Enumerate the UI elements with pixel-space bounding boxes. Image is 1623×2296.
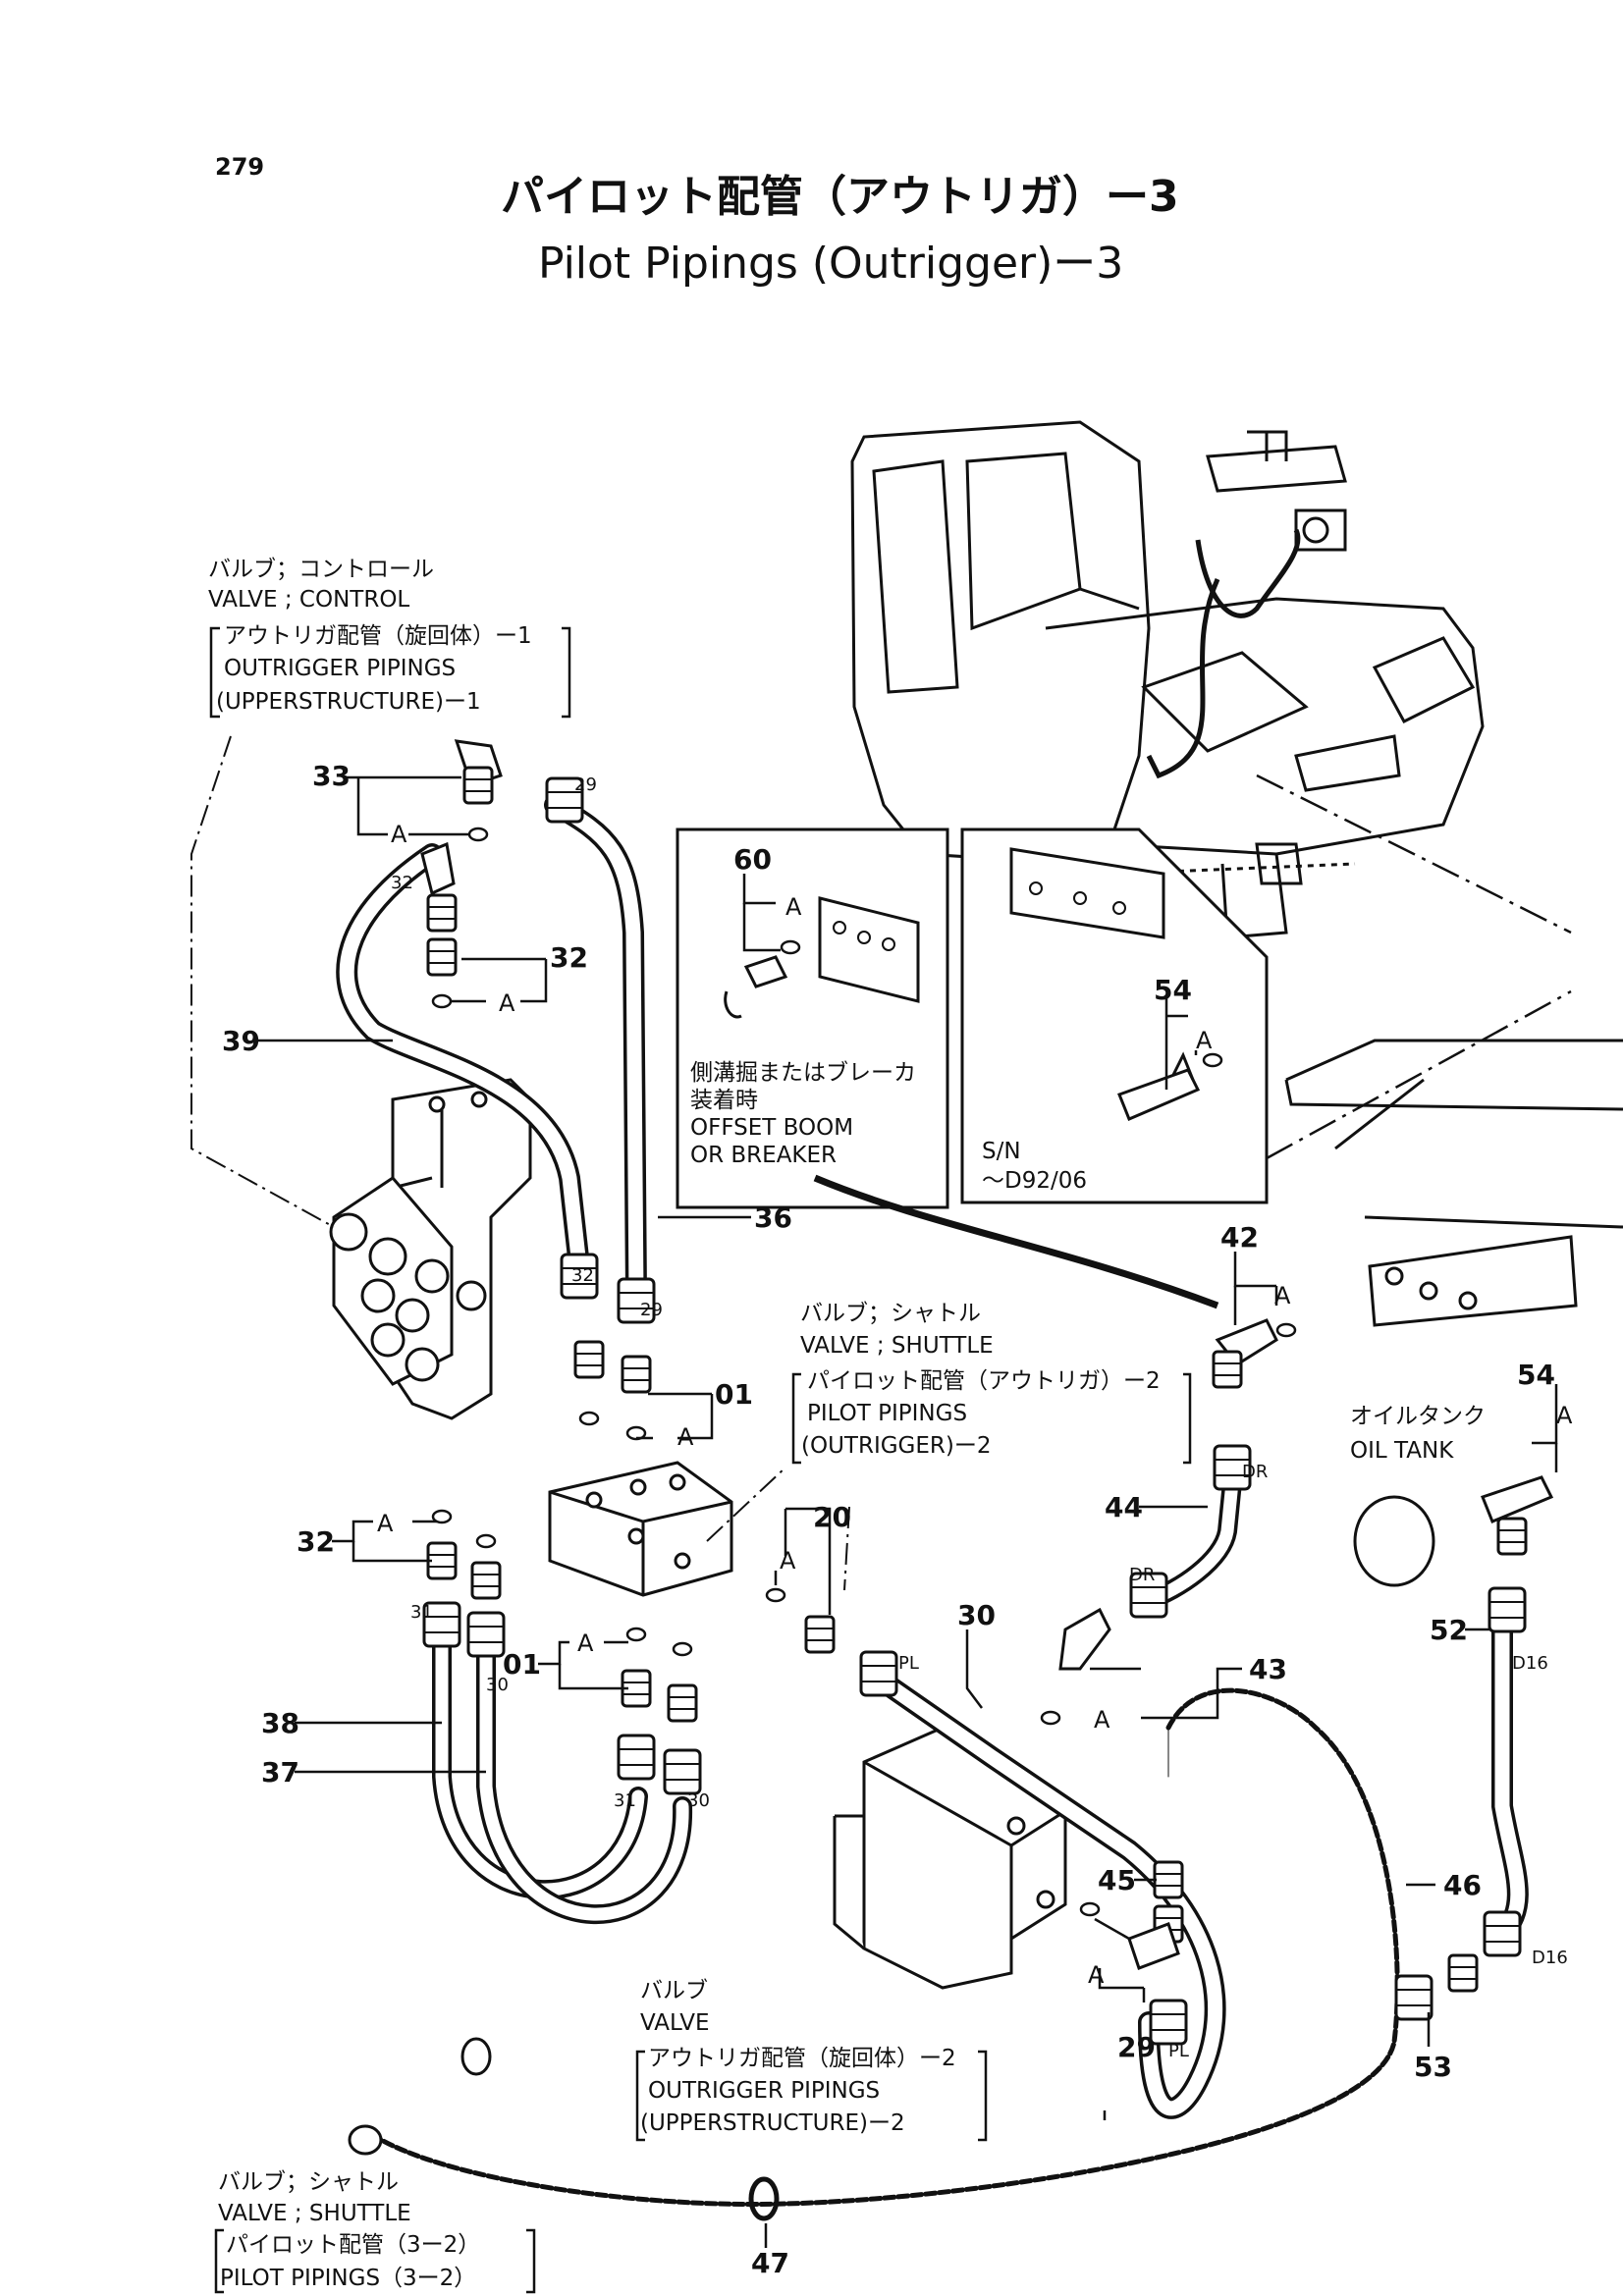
- callout-37: 37: [261, 1756, 299, 1789]
- callout-32-lower: 32: [297, 1525, 335, 1558]
- title-japanese: パイロット配管（アウトリガ）ー3: [501, 172, 1179, 222]
- mark-a: A: [785, 893, 802, 921]
- main-valve-illustration: [833, 1726, 1067, 1990]
- note-control-valve-jp: バルブ；コントロール: [208, 557, 434, 582]
- note-valve-en: VALVE: [640, 2010, 710, 2036]
- fittings: [348, 739, 1554, 2221]
- inset-serial: S/N ～D92/06: [960, 828, 1269, 1204]
- svg-text:OFFSET BOOM: OFFSET BOOM: [690, 1115, 853, 1141]
- note-offset-boom-line3: OFFSET BOOM: [690, 1115, 853, 1141]
- oil-tank-illustration: [1284, 1039, 1623, 1587]
- note-outrigger-upper2-en2: (UPPERSTRUCTURE)ー2: [640, 2110, 905, 2136]
- callout-60: 60: [733, 843, 772, 876]
- port-pl: PL: [1168, 2041, 1189, 2061]
- page-number: 279: [215, 153, 264, 181]
- port-32: 32: [571, 1265, 594, 1286]
- port-29: 29: [574, 774, 597, 795]
- callout-54-inset: 54: [1154, 974, 1192, 1006]
- mark-a: A: [391, 821, 407, 848]
- callout-01-upper: 01: [715, 1378, 753, 1411]
- note-outrigger-upper2-jp: アウトリガ配管（旋回体）ー2: [648, 2046, 956, 2071]
- mark-a: A: [377, 1510, 394, 1537]
- note-shuttle-valve-en: VALVE ; SHUTTLE: [800, 1333, 994, 1359]
- control-valve-illustration: [329, 1078, 532, 1420]
- port-32: 32: [391, 873, 413, 893]
- note-control-valve-en: VALVE ; CONTROL: [208, 587, 409, 613]
- svg-text:側溝掘またはブレーカ: 側溝掘またはブレーカ: [690, 1060, 916, 1086]
- mark-a: A: [1094, 1706, 1110, 1734]
- inset-offset-boom: 側溝掘またはブレーカ 装着時 OFFSET BOOM OR BREAKER: [676, 828, 949, 1209]
- callout-47: 47: [751, 2247, 789, 2279]
- callout-52: 52: [1430, 1614, 1468, 1646]
- callout-32-upper: 32: [550, 941, 588, 974]
- callout-43: 43: [1249, 1653, 1287, 1685]
- note-outrigger-upper1-en2: (UPPERSTRUCTURE)ー1: [216, 689, 481, 715]
- callout-29: 29: [1117, 2031, 1156, 2063]
- note-offset-boom-line2: 装着時: [690, 1088, 758, 1113]
- reference-lines: [190, 735, 850, 1591]
- callout-01-lower: 01: [503, 1648, 541, 1681]
- mark-a: A: [577, 1629, 594, 1657]
- note-shuttle-valve2-jp: バルブ；シャトル: [218, 2169, 399, 2195]
- callout-44: 44: [1105, 1491, 1143, 1523]
- hoses: [336, 794, 1529, 2207]
- callout-46: 46: [1443, 1869, 1482, 1901]
- note-shuttle-valve2-en: VALVE ; SHUTTLE: [218, 2201, 411, 2226]
- port-30: 30: [486, 1675, 509, 1695]
- note-shuttle-valve-jp: バルブ；シャトル: [800, 1301, 981, 1326]
- callout-36: 36: [754, 1201, 792, 1234]
- mark-a: A: [677, 1423, 694, 1451]
- callout-33: 33: [312, 760, 351, 792]
- note-outrigger-upper2-en1: OUTRIGGER PIPINGS: [648, 2078, 880, 2104]
- svg-text:OR BREAKER: OR BREAKER: [690, 1143, 837, 1168]
- note-serial-line1: S/N: [982, 1139, 1021, 1164]
- note-pilot-3-2-jp: パイロット配管（3ー2）: [226, 2232, 480, 2258]
- note-pilot-outrigger2-en2: (OUTRIGGER)ー2: [801, 1433, 992, 1459]
- callout-45: 45: [1098, 1864, 1136, 1896]
- note-outrigger-upper1-en1: OUTRIGGER PIPINGS: [224, 656, 456, 681]
- svg-text:装着時: 装着時: [690, 1088, 758, 1113]
- callout-53: 53: [1414, 2051, 1452, 2083]
- note-offset-boom-line1: 側溝掘またはブレーカ: [690, 1060, 916, 1086]
- shuttle-valve-block-illustration: [548, 1461, 733, 1597]
- port-pl: PL: [898, 1653, 919, 1674]
- mark-a: A: [1556, 1402, 1573, 1429]
- mark-a: A: [1196, 1027, 1213, 1054]
- svg-text:S/N: S/N: [982, 1139, 1021, 1164]
- port-29: 29: [640, 1300, 663, 1320]
- mark-a: A: [1088, 1961, 1105, 1989]
- note-offset-boom-line4: OR BREAKER: [690, 1143, 837, 1168]
- port-d16: D16: [1512, 1653, 1548, 1674]
- mark-a: A: [499, 989, 515, 1017]
- note-outrigger-upper1-jp: アウトリガ配管（旋回体）ー1: [224, 623, 532, 649]
- note-pilot-outrigger2-en1: PILOT PIPINGS: [807, 1401, 967, 1426]
- port-dr: DR: [1129, 1565, 1155, 1585]
- note-oil-tank-en: OIL TANK: [1350, 1438, 1454, 1464]
- port-30: 30: [687, 1790, 710, 1811]
- note-serial-line2: ～D92/06: [982, 1168, 1087, 1194]
- title-english: Pilot Pipings (Outrigger)ー3: [538, 239, 1123, 289]
- callout-leaders: [255, 775, 1558, 2248]
- port-31: 31: [614, 1790, 636, 1811]
- callout-30: 30: [957, 1599, 996, 1631]
- port-d16: D16: [1532, 1948, 1568, 1968]
- callout-54: 54: [1517, 1359, 1555, 1391]
- port-dr: DR: [1242, 1462, 1268, 1482]
- note-brackets: [209, 626, 1192, 2294]
- note-oil-tank-jp: オイルタンク: [1350, 1404, 1486, 1429]
- note-pilot-outrigger2-jp: パイロット配管（アウトリガ）ー2: [807, 1368, 1161, 1394]
- note-valve-jp: バルブ: [640, 1978, 708, 2003]
- callout-39: 39: [222, 1025, 260, 1057]
- callout-38: 38: [261, 1707, 299, 1739]
- callout-20: 20: [813, 1501, 851, 1533]
- port-31: 31: [410, 1602, 433, 1623]
- mark-a: A: [780, 1547, 796, 1575]
- mark-a: A: [1274, 1282, 1291, 1309]
- excavator-upperstructure-illustration: [850, 420, 1485, 939]
- callout-42: 42: [1220, 1221, 1259, 1254]
- svg-text:～D92/06: ～D92/06: [982, 1168, 1087, 1194]
- note-pilot-3-2-en: PILOT PIPINGS（3ー2）: [220, 2266, 476, 2291]
